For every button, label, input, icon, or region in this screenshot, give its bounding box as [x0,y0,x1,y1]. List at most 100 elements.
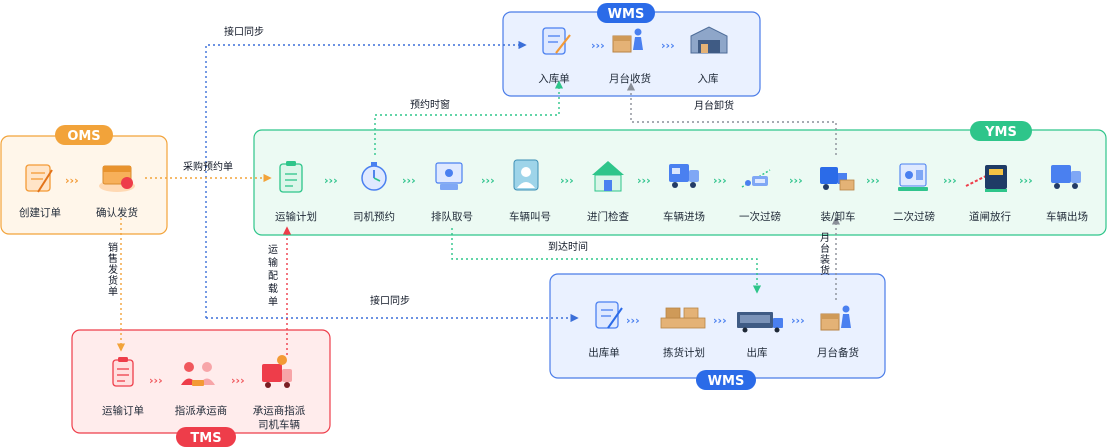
svg-text:›››: ››› [791,314,805,327]
yms-step-second-weighing: 二次过磅 [893,163,935,223]
wms-top-step-dock-receiving: 月台收货 [609,28,651,85]
dock-unloading-label: 月台卸货 [694,99,734,112]
svg-text:›››: ››› [789,174,803,187]
chevrons-icon: ››› [791,314,805,327]
yms-step-barrier-release: 道闸放行 [965,165,1011,223]
transport-order-icon [112,357,134,387]
svg-text:›››: ››› [661,39,675,52]
oms-step-confirm-shipment: 确认发货 [96,165,138,219]
svg-text:›››: ››› [402,174,416,187]
step-label: 一次过磅 [739,210,781,223]
assign-carrier-icon [181,362,215,386]
dock-loading-label: 月 台 装 货 [820,232,830,277]
step-label: 车辆进场 [663,210,705,223]
svg-text:货: 货 [108,274,118,287]
step-label: 出库单 [588,346,620,359]
svg-text:单: 单 [268,296,278,308]
step-label: 创建订单 [19,206,61,219]
svg-text:单: 单 [108,286,118,298]
queue-ticket-icon [435,162,463,190]
wms-bottom-step-picking-plan: 拣货计划 [660,307,706,359]
step-label: 拣货计划 [663,346,705,359]
wms-top-step-inbound-order: 入库单 [538,27,571,85]
svg-text:›››: ››› [149,374,163,387]
scale-second-icon [898,163,928,191]
chevrons-icon: ››› [661,39,675,52]
tms-step-carrier-assign-vehicle: 承运商指派 司机车辆 [253,355,306,431]
oms-step-create-order: 创建订单 [19,164,61,219]
step-label: 道闸放行 [969,210,1011,223]
tms-step-assign-carrier: 指派承运商 [175,362,228,417]
booking-window-label: 预约时窗 [410,98,450,111]
truck-exit-icon [1051,165,1081,189]
tms-pill-label: TMS [190,431,221,446]
svg-text:›››: ››› [713,174,727,187]
step-label: 车辆出场 [1046,210,1088,223]
svg-text:销: 销 [108,241,118,254]
chevrons-icon: ››› [637,174,651,187]
truck-entry-icon [669,164,699,188]
arrival-time-label: 到达时间 [548,240,588,253]
svg-text:发: 发 [108,263,118,276]
yms-step-first-weighing: 一次过磅 [739,169,781,223]
yms-step-vehicle-exit: 车辆出场 [1046,165,1088,223]
yms-step-queue-ticket: 排队取号 [431,162,473,223]
svg-text:›››: ››› [324,174,338,187]
step-label-line2: 司机车辆 [258,418,300,431]
yms-step-transport-plan: 运输计划 [275,161,317,223]
stopwatch-icon [361,162,387,191]
chevrons-icon: ››› [626,314,640,327]
step-label: 二次过磅 [893,210,935,223]
svg-text:›››: ››› [65,174,79,187]
step-label: 入库单 [538,72,570,85]
gate-house-icon [592,161,624,192]
outbound-order-icon [595,301,623,329]
svg-text:›››: ››› [713,314,727,327]
yms-step-driver-booking: 司机预约 [353,162,395,223]
oms-pill-label: OMS [67,129,100,144]
yms-step-vehicle-entry: 车辆进场 [663,164,705,223]
chevrons-icon: ››› [324,174,338,187]
svg-text:月: 月 [820,232,830,244]
oms-pill [55,125,113,145]
yms-step-vehicle-call: 车辆叫号 [509,159,551,223]
step-label: 出库 [747,346,768,359]
arrival-time-line [451,228,762,294]
chevrons-icon: ››› [713,314,727,327]
tms-pill [176,427,236,447]
dock-receiving-icon [612,28,643,53]
svg-text:›››: ››› [481,174,495,187]
transport-loading-label: 运 输 配 载 单 [268,244,278,308]
svg-text:台: 台 [820,242,830,255]
step-label: 指派承运商 [175,404,228,417]
dock-unloading-line [626,82,837,155]
interface-sync-top-label: 接口同步 [224,25,264,38]
chevrons-icon: ››› [65,174,79,187]
chevrons-icon: ››› [560,174,574,187]
wms-bottom-pill-label: WMS [708,374,745,389]
step-label: 运输计划 [275,210,317,223]
svg-text:›››: ››› [591,39,605,52]
svg-text:运: 运 [268,244,278,256]
chevrons-icon: ››› [231,374,245,387]
step-label: 月台备货 [817,346,859,359]
chevrons-icon: ››› [789,174,803,187]
inbound-order-icon [542,27,571,55]
step-label: 司机预约 [353,210,395,223]
vehicle-call-icon [513,159,539,191]
purchase-booking-label: 采购预约单 [183,160,233,173]
svg-text:载: 载 [268,283,278,295]
chevrons-icon: ››› [481,174,495,187]
outbound-truck-icon [737,312,783,333]
chevrons-icon: ››› [1019,174,1033,187]
svg-text:›››: ››› [626,314,640,327]
step-label: 装/卸车 [820,210,855,223]
svg-text:›››: ››› [1019,174,1033,187]
scale-icon [741,169,771,188]
create-order-icon [25,164,53,193]
interface-sync-top-line [205,40,527,318]
wms-top-step-warehousing: 入库 [690,26,728,85]
svg-text:›››: ››› [560,174,574,187]
yms-pill [970,121,1032,141]
svg-text:售: 售 [108,252,118,265]
